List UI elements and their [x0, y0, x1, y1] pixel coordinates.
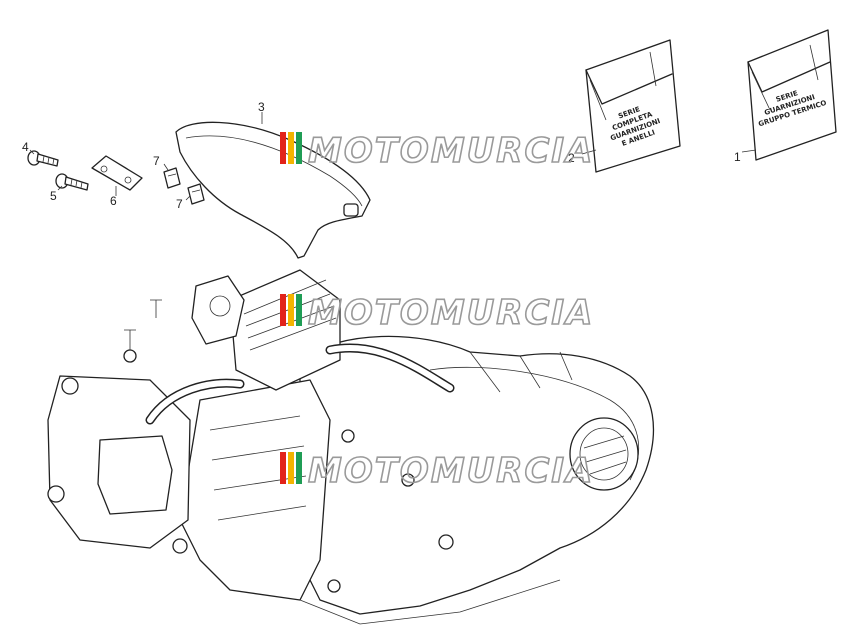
- watermark-stripe: [296, 294, 302, 326]
- watermark-stripe: [280, 132, 286, 164]
- callout-4: 4: [22, 140, 29, 154]
- watermark-stripe: [288, 294, 294, 326]
- watermark-text: MOTOMURCIA: [308, 131, 594, 171]
- watermark-top: MOTOMURCIA: [280, 130, 594, 172]
- callout-labels: 1 2 3 4 5 6 7 7: [22, 100, 741, 211]
- gasket-kit-bag-1: SERIE GUARNIZIONI GRUPPO TERMICO: [747, 29, 837, 161]
- watermark-stripe: [296, 132, 302, 164]
- watermark-stripe: [288, 132, 294, 164]
- callout-5: 5: [50, 189, 57, 203]
- gasket-kit-bag-2: SERIE COMPLETA GUARNIZIONI E ANELLI: [585, 39, 681, 173]
- engine-cover-shroud: [175, 121, 371, 259]
- callout-3: 3: [258, 100, 265, 114]
- callout-7-upper: 7: [153, 154, 160, 168]
- watermark-text: MOTOMURCIA: [308, 293, 594, 333]
- leader-lines: [29, 112, 757, 201]
- watermark-bottom: MOTOMURCIA: [280, 450, 594, 492]
- watermark-stripe: [288, 452, 294, 484]
- clip-part-7-upper: [163, 167, 181, 189]
- watermark-stripe: [280, 452, 286, 484]
- watermark-text: MOTOMURCIA: [308, 451, 594, 491]
- callout-7-lower: 7: [176, 197, 183, 211]
- watermark-stripe: [280, 294, 286, 326]
- bracket-plate-part-6: [91, 155, 143, 191]
- watermark-stripe: [296, 452, 302, 484]
- callout-6: 6: [110, 194, 117, 208]
- watermark-middle: MOTOMURCIA: [280, 292, 594, 334]
- callout-1: 1: [734, 150, 741, 164]
- clip-part-7-lower: [187, 183, 205, 205]
- engine-assembly: [47, 269, 655, 625]
- callout-2: 2: [568, 151, 575, 165]
- screw-part-4: [27, 150, 59, 167]
- screw-part-5: [55, 173, 89, 191]
